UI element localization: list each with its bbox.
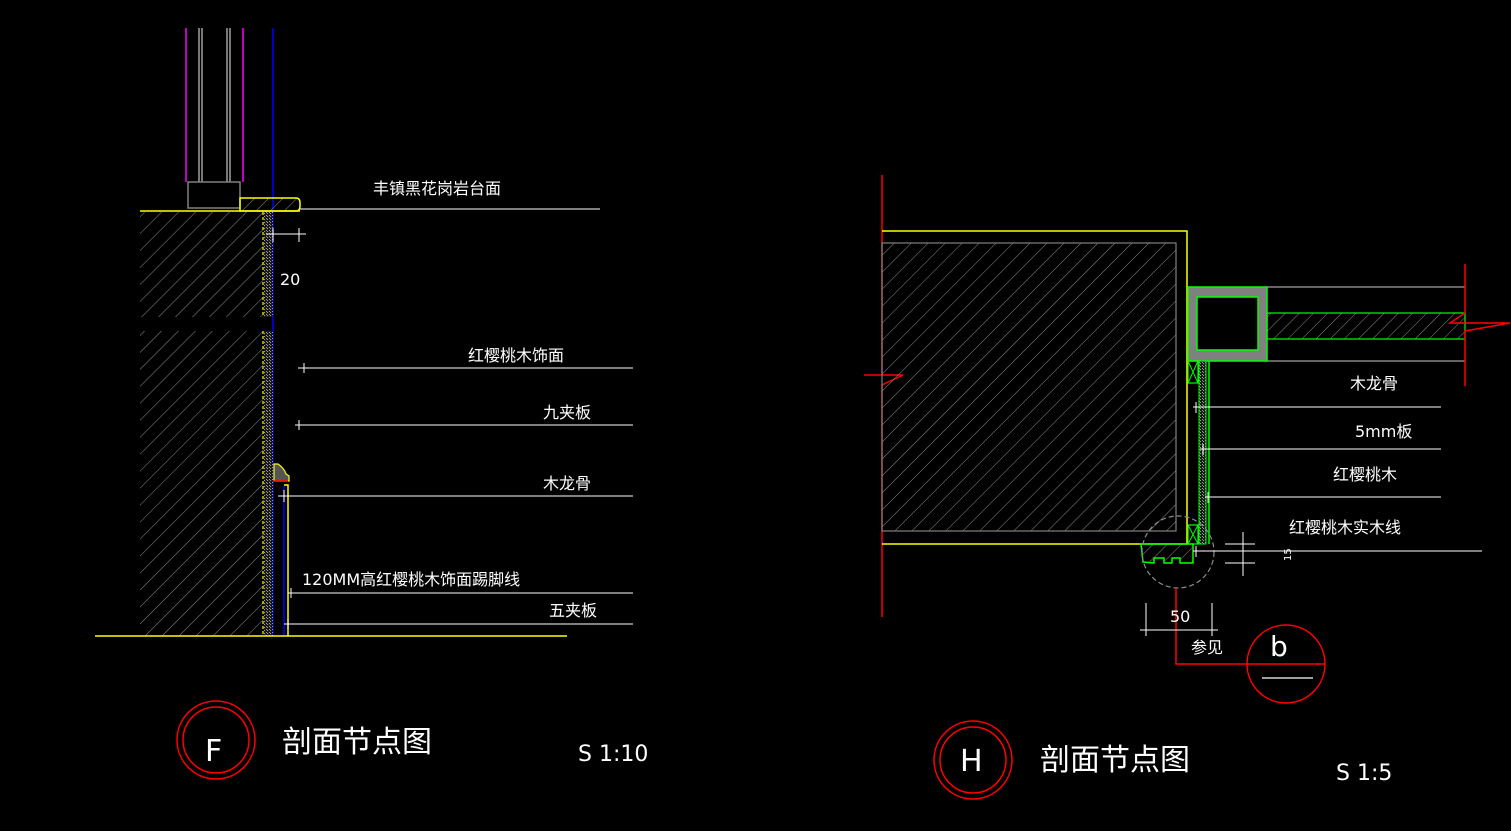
scale-f: S 1:10 [578,742,648,767]
leaders-f [278,363,633,629]
title-block-h: H 剖面节点图 S 1:5 [933,720,1392,800]
skirting-profile [273,463,290,482]
label-cherry-veneer: 红樱桃木饰面 [468,346,564,365]
leaders-h [1193,402,1482,557]
label-cherry: 红樱桃木 [1333,465,1397,484]
panel-h-section: b 参见 50 15 木龙骨 5mm板 红樱桃木 [864,175,1511,800]
dimension-20: 20 [266,228,306,289]
dimension-50-text: 50 [1170,607,1190,626]
label-skirting: 120MM高红樱桃木饰面踢脚线 [302,570,520,589]
label-granite-top: 丰镇黑花岗岩台面 [373,179,501,198]
label-wood-keel-f: 木龙骨 [543,474,591,493]
label-wood-keel-h: 木龙骨 [1350,374,1398,393]
detail-reference-bubble: b [1246,624,1326,704]
label-5mm-board: 5mm板 [1355,422,1412,441]
wall-upper [140,212,264,317]
panel-f-section: 20 丰镇黑花岗岩台面 红樱桃木饰面 九夹板 木龙骨 120MM高红樱桃木饰面踢… [95,28,648,780]
tag-letter-h: H [960,744,983,779]
granite-countertop [239,197,301,212]
label-nine-ply: 九夹板 [543,403,591,422]
dimension-20-text: 20 [280,270,300,289]
detail-callout-circle [1141,515,1215,589]
detail-ref-letter: b [1270,630,1288,663]
tag-letter-f: F [205,734,222,769]
cherry-solid-molding [1140,543,1194,564]
label-five-ply: 五夹板 [549,601,597,620]
wall-lower [140,331,264,636]
label-cherry-solid-line: 红樱桃木实木线 [1289,518,1401,537]
dimension-50 [1140,603,1218,636]
label-see-ref: 参见 [1191,638,1223,657]
dimension-15 [1225,532,1255,576]
title-h: 剖面节点图 [1040,743,1190,778]
column-core [881,242,1177,532]
break-line-right [1447,264,1511,386]
beam-slab [1266,312,1466,340]
title-block-f: F 剖面节点图 S 1:10 [176,700,648,780]
dimension-15-text: 15 [1283,548,1294,561]
scale-h: S 1:5 [1336,761,1392,786]
title-f: 剖面节点图 [282,725,432,760]
